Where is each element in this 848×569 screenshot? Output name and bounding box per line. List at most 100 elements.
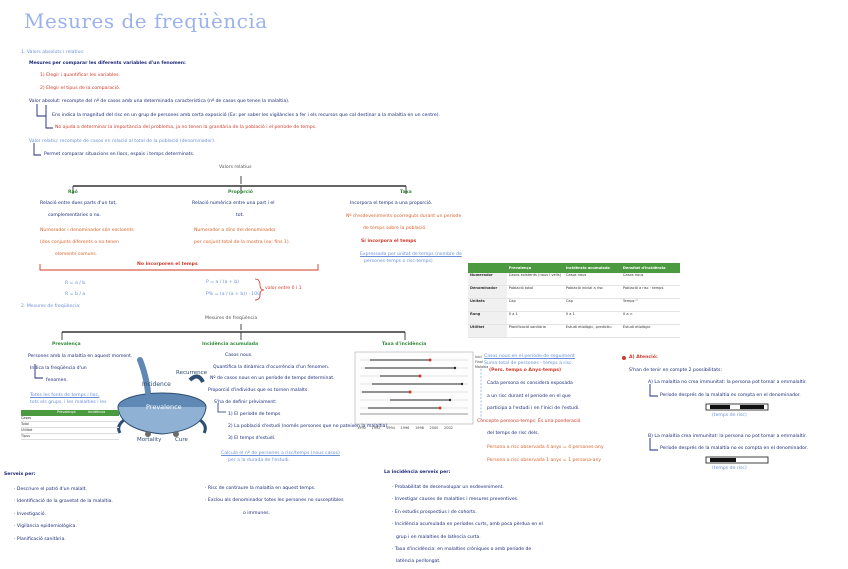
s1-intro: Mesures per comparar les diferents varia… — [29, 61, 186, 66]
inc-l1: Casos nous. — [225, 353, 253, 358]
list-item: · Planificació sanitària. — [14, 536, 66, 542]
legend-item: Final — [475, 360, 483, 364]
inc-l5: S'ha de definir prèviament: — [214, 400, 277, 405]
proporcio-formula-1: P = a / (a + b) — [206, 280, 239, 285]
mini-summary-table: Prevalença Incidència Casos Total Utilit… — [21, 410, 119, 440]
dens-b4: Concepte persona-temps: És una ponderaci… — [477, 419, 581, 424]
table-cell: Planificació sanitària — [506, 324, 564, 338]
list-item: · Identificació de la gravetat de la mal… — [14, 499, 113, 505]
x-tick: 2000 — [429, 426, 439, 430]
proporcio-note: valor entre 0 i 1 — [265, 286, 302, 291]
cohort-c1a: A) La malaltia no crea immunitat: la per… — [648, 380, 807, 385]
taxa-l2: Nº d'esdeveniments ocorreguts durant un … — [346, 214, 462, 219]
table-header: Incidència acumulada — [563, 263, 621, 273]
venn-mortality: Mortality — [137, 437, 162, 443]
dens-b6: Persona a risc observada 4 anys = 4 pers… — [487, 445, 604, 450]
table-cell: Utilitat — [468, 324, 507, 338]
prev-l3: fenomen. — [46, 378, 68, 383]
cohort-c2b: Període després de la malaltia no es com… — [660, 446, 808, 451]
table-cell: Cap — [506, 298, 564, 312]
table-cell: 0 a ∞ — [620, 311, 680, 325]
table-cell: Casos nous — [620, 273, 680, 286]
list-item: · En estudis prospectius i de cohorts. — [392, 509, 477, 515]
x-tick: 1992 — [371, 426, 381, 430]
table-row: Utilitat Planificació sanitària Estudi e… — [468, 324, 680, 338]
comparison-table: Prevalença Incidència acumulada Densitat… — [468, 263, 680, 338]
taxa-l1: Incorpora el temps a una proporció. — [350, 201, 433, 206]
venn-prevalence: Prevalence — [146, 403, 182, 411]
table-cell: Població total — [506, 285, 564, 299]
rao-l4: (dos conjunts diferents o no tenen — [40, 240, 119, 245]
rel-types-label: Valors relatius — [219, 165, 252, 170]
proporcio-formula-2: P% = (a / (a + b)) · 100 — [206, 292, 261, 297]
list-item: · Exclou als denominador totes les perso… — [205, 498, 344, 504]
inc-n2: per a la durada de l'estudi. — [228, 458, 290, 463]
inc-l7: 2) La població d'estudi (només persones … — [228, 424, 389, 429]
dens-b3: participa a l'estudi i en l'ínici de l'e… — [487, 406, 580, 411]
taxa-label: Taxa — [400, 190, 412, 195]
table-cell: Temps⁻¹ — [620, 298, 680, 312]
inc-l4: Proporció d'individus que es tornen mala… — [208, 388, 309, 393]
prev-l2: Indica la freqüència d'un — [30, 366, 87, 371]
prev-l1: Persones amb la malaltia en aquest momen… — [28, 354, 133, 359]
no-time-label: No incorporen el temps — [137, 262, 198, 267]
inc-l3: Nº de casos nous en un període de temps … — [210, 376, 335, 381]
cohort-c1c: (temps de risc) — [712, 413, 747, 418]
prev-uses-title: Serveix per: — [4, 472, 36, 477]
abs-limit: No ajuda a determinar la importància del… — [55, 125, 317, 130]
table-cell: Rang — [468, 311, 507, 325]
inc-l6: 1) El període de temps — [228, 412, 281, 417]
mini-table-row: Utilitat — [21, 428, 119, 434]
table-row: Rang 0 a 1 0 a 1 0 a ∞ — [468, 311, 680, 325]
inc-n1: Calcula el nº de persones a risc/temps (… — [221, 451, 340, 456]
prev-note2: tots els grups, i les malalties i les — [30, 400, 107, 405]
list-item: · Incidència acumulada en períodes curts… — [392, 522, 543, 528]
rel-use: Permet comparar situacions en llocs, esp… — [44, 152, 195, 157]
proporcio-l3: Numerador a dins del denominador — [194, 228, 276, 233]
page-title: Mesures de freqüència — [24, 9, 268, 33]
atencio-heading: A) Atenció: — [629, 355, 658, 360]
proporcio-l1: Relació numèrica entre una part i el — [192, 201, 275, 206]
rao-label: Raó — [68, 190, 78, 195]
table-row: Numerador Casos existents (nous i vells)… — [468, 273, 680, 286]
taxa-incidencia-label: Taxa d'incidència — [382, 342, 427, 347]
rao-l1: Relació entre dues parts d'un tot, — [40, 201, 117, 206]
table-cell: 0 a 1 — [506, 311, 564, 325]
taxa-l5: Expressada per unitat de temps (nombre d… — [360, 252, 462, 257]
table-row: Unitats Cap Cap Temps⁻¹ — [468, 298, 680, 312]
mini-th: Prevalença — [57, 410, 76, 414]
table-header-row: Prevalença Incidència acumulada Densitat… — [468, 263, 680, 273]
cohort-c1b: Període després de la malaltia es compta… — [660, 393, 801, 398]
table-cell: Població a risc · temps — [620, 285, 680, 299]
proporcio-label: Proporció — [228, 190, 253, 195]
s1-step1: 1) Elegir i quantificar les variables. — [40, 73, 121, 78]
dens-uses-list: · Probabilitat de desenvolupar un esdeve… — [392, 482, 543, 569]
table-row: Denominador Població total Població inic… — [468, 285, 680, 299]
dens-n2: Suma total de persones - temps a risc. — [484, 361, 573, 366]
rao-l3: Numerador i denominador són excloents — [40, 228, 134, 233]
rao-formula-2: R = b / a — [65, 292, 86, 297]
dens-b2: a un risc durant el període en el que — [487, 394, 571, 399]
venn-cure: Cure — [175, 437, 188, 443]
section-2-heading: 2. Mesures de freqüència: — [21, 304, 81, 309]
list-item: grup i en malalties de latència curta. — [396, 534, 481, 540]
s1-step2: 2) Elegir el tipus de la comparació. — [40, 86, 121, 91]
taxa-l3: de temps sobre la població. — [363, 226, 427, 231]
rao-l2: complementàries o no. — [48, 213, 101, 218]
mini-table-row: Total — [21, 422, 119, 428]
mini-td: Tipus — [21, 434, 30, 438]
mini-table-row: Tipus — [21, 434, 119, 440]
atencio-intro: S'han de tenir en compte 2 possibilitats… — [629, 368, 722, 373]
mini-th: Incidència — [88, 410, 106, 414]
proporcio-l4: per conjunt total de la mostra (ex: fins… — [194, 240, 291, 245]
venn-recurrence: Recurrence — [176, 370, 208, 376]
list-item: · Descriure el patró d'un malalt. — [14, 487, 87, 492]
rao-formula-1: R = a / b — [65, 281, 86, 286]
cohort-c2c: (temps de risc) — [712, 466, 747, 471]
x-tick: 1990 — [357, 426, 366, 430]
inc-l8: 3) El temps d'estudi. — [228, 436, 276, 441]
table-header: Prevalença — [506, 263, 564, 273]
list-item: o immunes. — [243, 510, 270, 516]
prev-note1: Totes les fonts de temps i lloc, — [30, 393, 100, 398]
